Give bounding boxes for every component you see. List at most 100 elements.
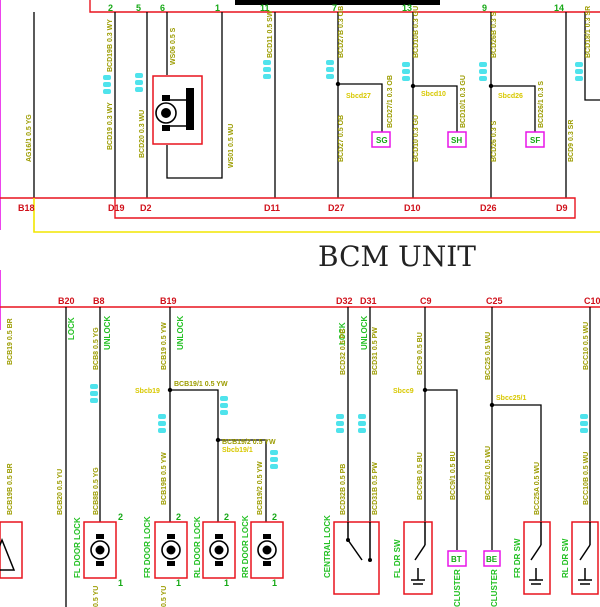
wire-label: BCD10B 0.3 GU — [413, 6, 420, 58]
tag-box — [447, 131, 467, 148]
wire — [169, 307, 219, 522]
motor-icon — [155, 88, 194, 131]
wire-label: BCD26/1 0.3 S — [538, 81, 545, 128]
door-switch — [403, 521, 433, 595]
door-switch — [523, 521, 551, 595]
function-label: UNLOCK — [360, 316, 369, 350]
door-lock-actuator — [83, 521, 117, 579]
splice-node — [167, 387, 173, 393]
wire-label: BCC25/1 0.5 WU — [485, 446, 492, 500]
pin-label: 7 — [332, 3, 337, 13]
connector-label: D9 — [556, 203, 568, 213]
tag-label: BT — [451, 555, 462, 564]
wire-label: WS01 0.5 WU — [228, 124, 235, 168]
wire-label: BCC10 0.5 WU — [583, 322, 590, 370]
wire-label: BCD11 0.5 SW — [267, 10, 274, 58]
wire-label: BCD10 0.3 GU — [413, 115, 420, 162]
connector-label: D27 — [328, 203, 345, 213]
wire-label: BCD9 0.3 SR — [568, 120, 575, 162]
wire-label: BCC9/1 0.5 BU — [450, 451, 457, 500]
connector-label: C9 — [420, 296, 432, 306]
yellow-bus — [33, 198, 600, 233]
pin-label: 9 — [482, 3, 487, 13]
splice-label: Sbcd10 — [421, 91, 446, 98]
door-lock-actuator — [250, 521, 284, 579]
splice-node — [215, 437, 221, 443]
connector-marker — [90, 384, 588, 469]
pin-label: 2 — [224, 512, 229, 522]
wire-label: BCD27 0.5 OB — [338, 115, 345, 162]
pin-label: 2 — [272, 512, 277, 522]
module-title: BCM UNIT — [318, 240, 476, 273]
function-label: CENTRAL LOCK — [323, 515, 332, 578]
wire — [584, 12, 600, 101]
pin-label: 5 — [136, 3, 141, 13]
connector-label: B18 — [18, 203, 35, 213]
function-label: RR DOOR LOCK — [241, 515, 250, 578]
wire-label: BCC9 0.5 BU — [417, 332, 424, 375]
connector-label: B20 — [58, 296, 75, 306]
wire — [413, 85, 458, 132]
wire-label: AG16/1 0.5 YG — [26, 114, 33, 162]
wire-label: BCB19 0.5 BR — [7, 318, 14, 365]
door-lock-actuator — [202, 521, 236, 579]
function-label: FL DR SW — [393, 539, 402, 578]
splice-node — [410, 83, 416, 89]
door-lock-actuator — [154, 521, 188, 579]
wire-label: 0.5 YU — [161, 586, 168, 607]
pin-label: 14 — [554, 3, 564, 13]
wire-label: BCB19B 0.5 BR — [7, 463, 14, 515]
connector-outline — [0, 197, 576, 219]
wire-label: BCD27B 0.3 OB — [338, 6, 345, 58]
top-connector-block — [235, 0, 440, 5]
wire-label: BCC25A 0.5 WU — [534, 462, 541, 515]
tag-label: SF — [530, 136, 540, 145]
top-connector-outline — [89, 0, 600, 13]
function-label: FR DOOR LOCK — [143, 516, 152, 578]
wire-label: BCB8B 0.5 YG — [93, 467, 100, 515]
splice-node — [489, 402, 495, 408]
central-lock-switch — [333, 521, 380, 595]
wire-label: BCB19/1 0.5 YW — [174, 381, 228, 388]
tag-label: SH — [451, 136, 462, 145]
pin-label: 11 — [260, 3, 270, 13]
wire-label: BCD26 0.3 S — [491, 120, 498, 162]
connector-label: D10 — [404, 203, 421, 213]
wire-label: BCC9B 0.5 BU — [417, 452, 424, 500]
wire-label: BCD27/1 0.3 OB — [387, 75, 394, 128]
tag-box — [525, 131, 545, 148]
wire-label: BCB19/2 0.5 YW — [257, 461, 264, 515]
function-label: UNLOCK — [103, 316, 112, 350]
connector-marker — [103, 60, 583, 94]
connector-label: C10 — [584, 296, 600, 306]
wire-label: BCD20 0.3 WU — [139, 110, 146, 158]
wire — [491, 307, 542, 522]
wire-label: BCB20 0.5 YU — [57, 469, 64, 515]
connector-label: C25 — [486, 296, 503, 306]
function-label: RL DR SW — [561, 538, 570, 578]
pin-label: 1 — [215, 3, 220, 13]
function-label: CLUSTER — [490, 569, 499, 607]
splice-node — [488, 83, 494, 89]
splice-label: Sbcb19/1 — [222, 447, 253, 454]
splice-label: Sbcc25/1 — [496, 395, 526, 402]
connector-label: B19 — [160, 296, 177, 306]
splice-label: Sbcc9 — [393, 388, 414, 395]
wire-label: BCB19/2 0.5 YW — [222, 439, 276, 446]
function-label: LOCK — [338, 322, 347, 345]
pin-label: 6 — [160, 3, 165, 13]
tag-box — [483, 550, 501, 567]
pin-label: 1 — [272, 578, 277, 588]
connector-label: B8 — [93, 296, 105, 306]
wire-label: BCD32 0.5 PB — [340, 329, 347, 375]
pin-label: 1 — [118, 578, 123, 588]
splice-label: Sbcb19 — [135, 388, 160, 395]
wire-label: BCD19 0.3 WY — [107, 102, 114, 150]
wire-label: BCD26B 0.3 S — [491, 11, 498, 58]
pin-label: 2 — [118, 512, 123, 522]
connector-label: D2 — [140, 203, 152, 213]
wire-label: 0.5 YU — [93, 586, 100, 607]
tag-box — [371, 131, 391, 148]
function-label: FL DOOR LOCK — [73, 517, 82, 578]
wire-label: BCD19B 0.3 WY — [107, 19, 114, 72]
